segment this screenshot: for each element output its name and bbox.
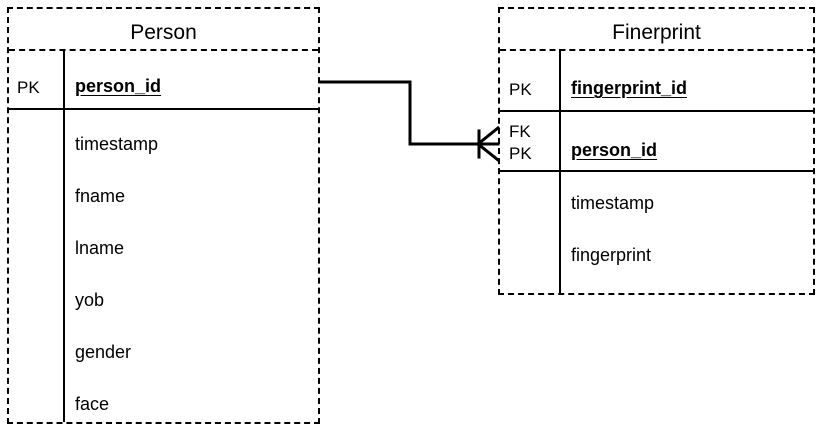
fingerprint-row-1-attribute[interactable]: person_id: [571, 140, 658, 160]
crows-foot-many-marker: [475, 125, 501, 163]
person-row-4-attribute[interactable]: yob: [75, 290, 105, 310]
fingerprint-title-divider: [500, 49, 813, 51]
person-row-3-attribute[interactable]: lname: [75, 238, 125, 258]
fingerprint-row-1-keytag-fk: FK PK: [509, 122, 532, 163]
fingerprint-row-2-attribute[interactable]: timestamp: [571, 193, 655, 213]
fingerprint-row-3-attribute[interactable]: fingerprint: [571, 245, 652, 265]
person-row-6-attribute[interactable]: face: [75, 394, 110, 414]
person-key-column-divider: [63, 49, 65, 422]
entity-person-title: Person: [130, 21, 197, 44]
fingerprint-row-0-attribute[interactable]: fingerprint_id: [571, 78, 687, 98]
fingerprint-row-0-keytag: PK: [509, 80, 532, 99]
person-title-divider: [9, 49, 318, 51]
person-row-2-attribute[interactable]: fname: [75, 186, 126, 206]
entity-person[interactable]: Person PK person_id timestamp fname lnam…: [7, 7, 320, 424]
connector-path: [318, 80, 480, 146]
person-row-0-keytag: PK: [17, 78, 40, 97]
entity-fingerprint-title: Finerprint: [612, 21, 701, 44]
person-row-0-attribute[interactable]: person_id: [75, 76, 162, 96]
fingerprint-fk-divider: [500, 170, 813, 172]
person-pk-divider: [9, 108, 318, 110]
entity-fingerprint[interactable]: Finerprint PK fingerprint_id FK PK perso…: [498, 7, 815, 295]
person-row-5-attribute[interactable]: gender: [75, 342, 132, 362]
person-row-1-attribute[interactable]: timestamp: [75, 134, 159, 154]
fingerprint-pk-divider: [500, 110, 813, 112]
